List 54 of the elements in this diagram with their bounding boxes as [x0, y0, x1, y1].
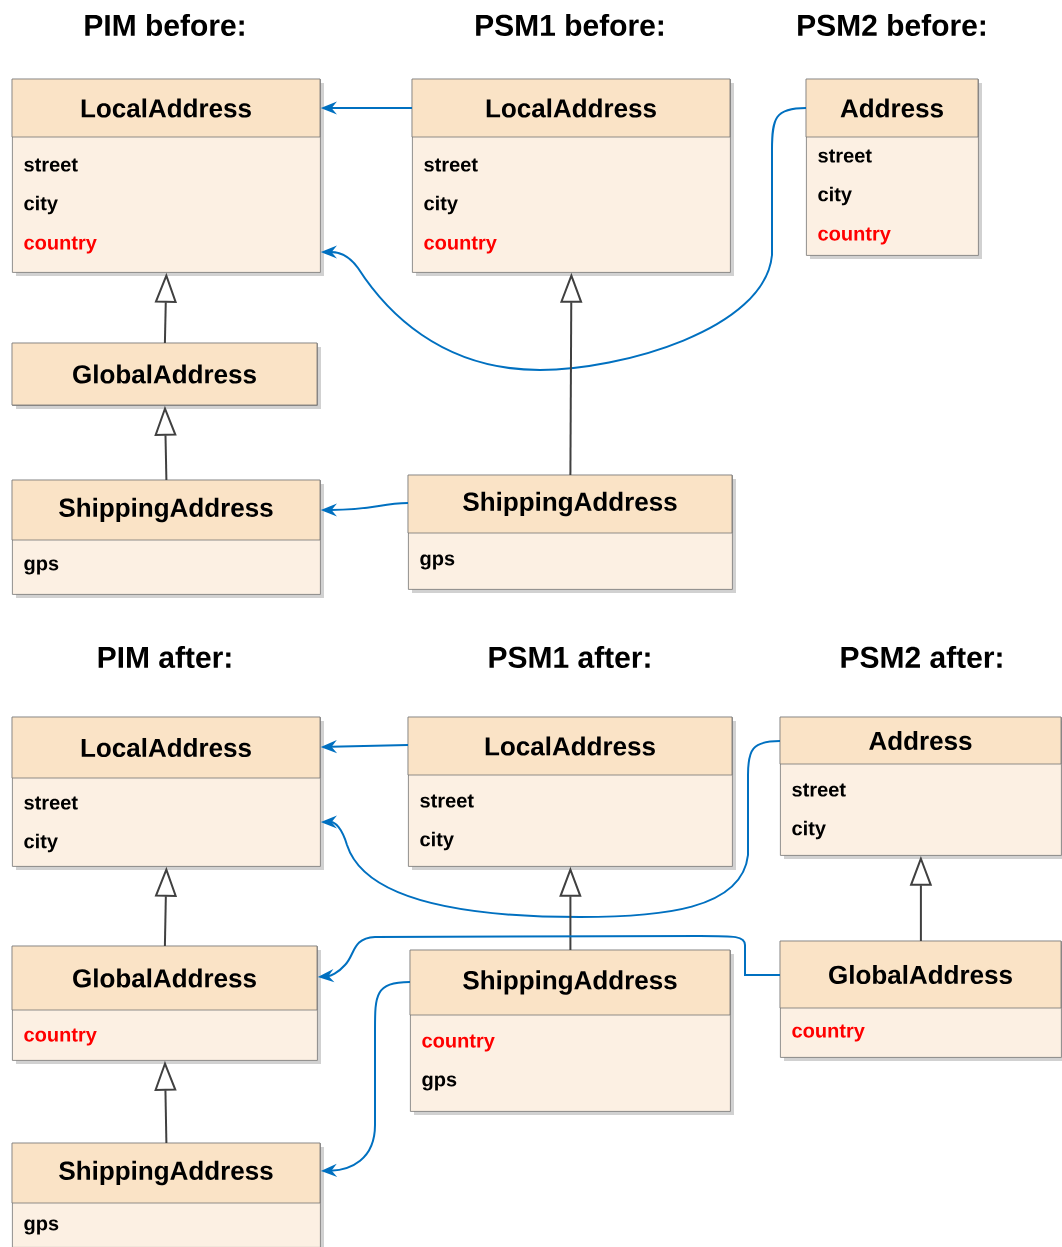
- attribute-text: street: [24, 158, 78, 172]
- panel-title: PIM after:: [98, 646, 231, 669]
- attribute-text: country: [818, 227, 891, 245]
- attribute-text: street: [792, 783, 846, 797]
- class-name: ShippingAddress: [463, 970, 677, 995]
- attribute-text: street: [24, 796, 78, 810]
- attribute-text: city: [792, 820, 826, 840]
- class-name: LocalAddress: [81, 98, 251, 118]
- attribute-text: street: [420, 794, 474, 808]
- class-box: [11, 945, 321, 1064]
- class-box: [407, 474, 736, 593]
- class-name: GlobalAddress: [829, 964, 1012, 985]
- class-name: LocalAddress: [485, 736, 655, 756]
- attribute-text: city: [424, 195, 458, 215]
- panel-title: PSM2 before:: [798, 14, 985, 37]
- class-box: [779, 940, 1062, 1061]
- class-box: [11, 78, 324, 276]
- attribute-text: city: [24, 833, 58, 853]
- attribute-text: city: [818, 186, 852, 206]
- panel-title: PSM2 after:: [841, 646, 1002, 669]
- class-name: LocalAddress: [486, 98, 656, 118]
- class-name: Address: [869, 730, 972, 751]
- attribute-text: country: [24, 236, 97, 254]
- attribute-text: gps: [24, 559, 59, 575]
- class-name: GlobalAddress: [73, 968, 256, 988]
- attribute-text: country: [422, 1034, 495, 1052]
- attribute-text: city: [420, 831, 454, 851]
- class-box: [805, 78, 982, 259]
- attribute-text: city: [24, 195, 58, 215]
- attribute-text: street: [424, 158, 478, 172]
- panel-title: PIM before:: [85, 14, 244, 37]
- panel-title: PSM1 before:: [476, 14, 663, 37]
- attribute-text: gps: [422, 1075, 457, 1091]
- class-name: ShippingAddress: [463, 491, 677, 517]
- attribute-text: country: [424, 236, 497, 254]
- class-name: Address: [840, 98, 943, 118]
- class-name: GlobalAddress: [73, 364, 256, 384]
- class-box: [11, 342, 321, 409]
- class-box: [11, 479, 324, 598]
- attribute-text: street: [818, 149, 872, 163]
- class-name: ShippingAddress: [59, 497, 273, 523]
- attribute-text: gps: [420, 554, 455, 570]
- class-box: [11, 1142, 324, 1247]
- panel-title: PSM1 after:: [489, 646, 650, 669]
- class-box: [11, 716, 324, 870]
- attribute-text: country: [24, 1028, 97, 1046]
- class-box: [411, 78, 734, 276]
- attribute-text: country: [792, 1024, 865, 1042]
- class-box: [779, 716, 1062, 859]
- class-name: ShippingAddress: [59, 1160, 273, 1186]
- class-name: LocalAddress: [81, 737, 251, 758]
- class-box: [407, 716, 736, 870]
- attribute-text: gps: [24, 1219, 59, 1235]
- class-box: [409, 949, 734, 1115]
